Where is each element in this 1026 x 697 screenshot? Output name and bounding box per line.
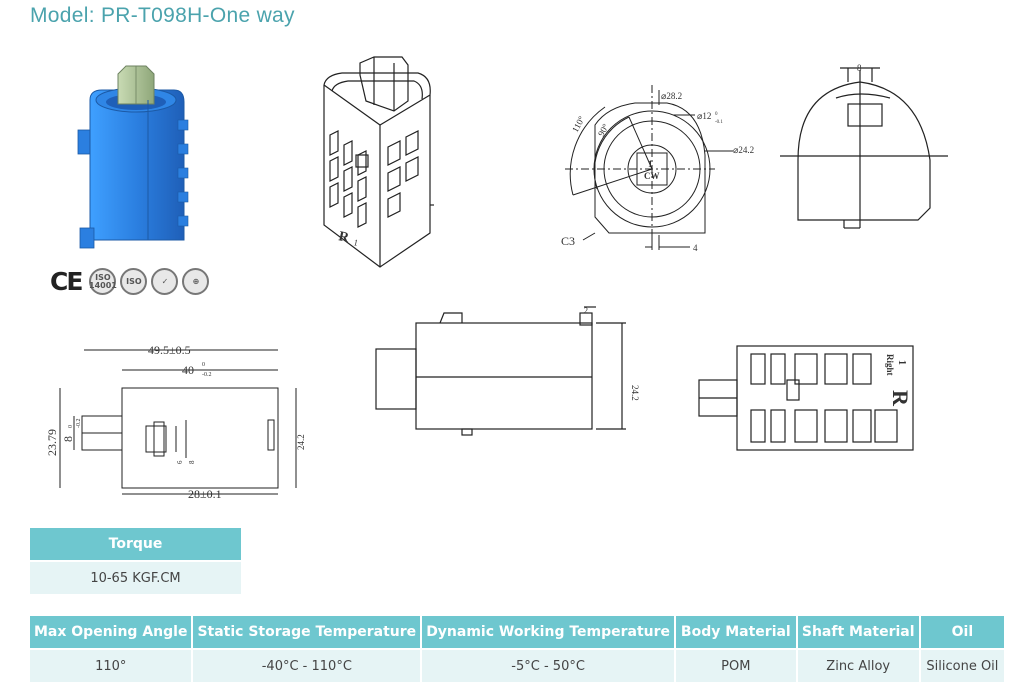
dim-28-2: ⌀28.2 <box>661 91 682 101</box>
dim-8-tol-lower: -0.2 <box>76 419 82 429</box>
dim-24-2-vertical: 24.2 <box>296 434 306 450</box>
dim-24-2: ⌀24.2 <box>733 145 754 155</box>
dim-24-2-profile: 24.2 <box>630 385 640 401</box>
quality-check-badge: ✓ <box>151 268 179 295</box>
header-body-material: Body Material <box>675 616 798 649</box>
value-max-opening-angle: 110° <box>30 648 194 682</box>
spec-header-row: Max Opening Angle Static Storage Tempera… <box>30 616 1004 649</box>
dim-40-tol-upper: 0 <box>202 362 205 368</box>
top-view-drawing: 8 <box>780 63 948 229</box>
svg-text:1: 1 <box>353 237 359 248</box>
svg-text:R: R <box>337 229 351 246</box>
header-oil: Oil <box>919 616 1004 649</box>
center-mark-1: 1 <box>648 159 653 169</box>
dim-40-tol-lower: -0.2 <box>202 372 212 378</box>
iso-badge: ISO <box>120 268 148 295</box>
spec-value-row: 110° -40°C - 110°C -5°C - 50°C POM Zinc … <box>30 648 1004 682</box>
value-shaft-material: Zinc Alloy <box>796 648 921 682</box>
ce-mark: CE <box>50 267 83 296</box>
dim-12: ⌀12 <box>697 111 711 121</box>
header-dynamic-working-temperature: Dynamic Working Temperature <box>421 616 677 649</box>
dim-28: 28±0.1 <box>188 487 222 501</box>
dim-6: 6 <box>176 460 184 464</box>
dim-8-tol-upper: 0 <box>68 425 74 428</box>
torque-header: Torque <box>30 528 241 561</box>
angle-110: 110° <box>570 114 587 134</box>
model-title: Model: PR-T098H-One way <box>30 4 295 27</box>
dim-12-tol-upper: 0 <box>715 112 718 117</box>
globe-badge: ⊕ <box>182 268 210 295</box>
front-view-drawing: ⌀28.2 ⌀12 0 -0.1 ⌀24.2 110° 90° C3 4 1 C… <box>561 85 754 253</box>
dim-8-left: 8 <box>61 436 75 442</box>
dim-8-top: 8 <box>857 63 862 73</box>
spec-table: Max Opening Angle Static Storage Tempera… <box>30 616 1004 682</box>
dim-23-79: 23.79 <box>45 429 59 456</box>
side-view-drawing: 49.5±0.5 40 0 -0.2 23.79 8 0 -0.2 6 8 24… <box>45 343 306 501</box>
isometric-drawing: R 1 <box>323 56 434 268</box>
iso-14001-badge: ISO 14001 <box>89 268 117 295</box>
header-static-storage-temperature: Static Storage Temperature <box>192 616 423 649</box>
value-dynamic-working-temperature: -5°C - 50°C <box>421 648 677 682</box>
dim-12-tol-lower: -0.1 <box>715 120 723 125</box>
header-shaft-material: Shaft Material <box>796 616 921 649</box>
product-photo <box>77 65 189 249</box>
rear-mark-right: Right <box>885 354 895 376</box>
dim-4: 4 <box>693 243 698 253</box>
rear-mark-1: 1 <box>896 360 907 365</box>
center-mark-cw: CW <box>644 171 660 181</box>
chamfer-c3: C3 <box>561 234 575 248</box>
rear-mark-r: R <box>888 390 913 407</box>
dim-8-small: 8 <box>188 460 196 464</box>
rear-view-drawing: R Right 1 <box>698 345 914 451</box>
torque-table: Torque 10-65 KGF.CM <box>30 528 241 594</box>
dim-40: 40 <box>182 363 194 377</box>
profile-view-drawing: 2 24.2 <box>375 306 640 436</box>
dim-2: 2 <box>584 306 588 315</box>
value-body-material: POM <box>675 648 798 682</box>
torque-value: 10-65 KGF.CM <box>30 560 241 594</box>
certification-marks: CE ISO 14001 ISO ✓ ⊕ <box>50 267 210 296</box>
value-static-storage-temperature: -40°C - 110°C <box>192 648 423 682</box>
header-max-opening-angle: Max Opening Angle <box>30 616 194 649</box>
angle-90: 90° <box>596 122 611 138</box>
dim-49-5: 49.5±0.5 <box>148 343 191 357</box>
value-oil: Silicone Oil <box>919 648 1004 682</box>
